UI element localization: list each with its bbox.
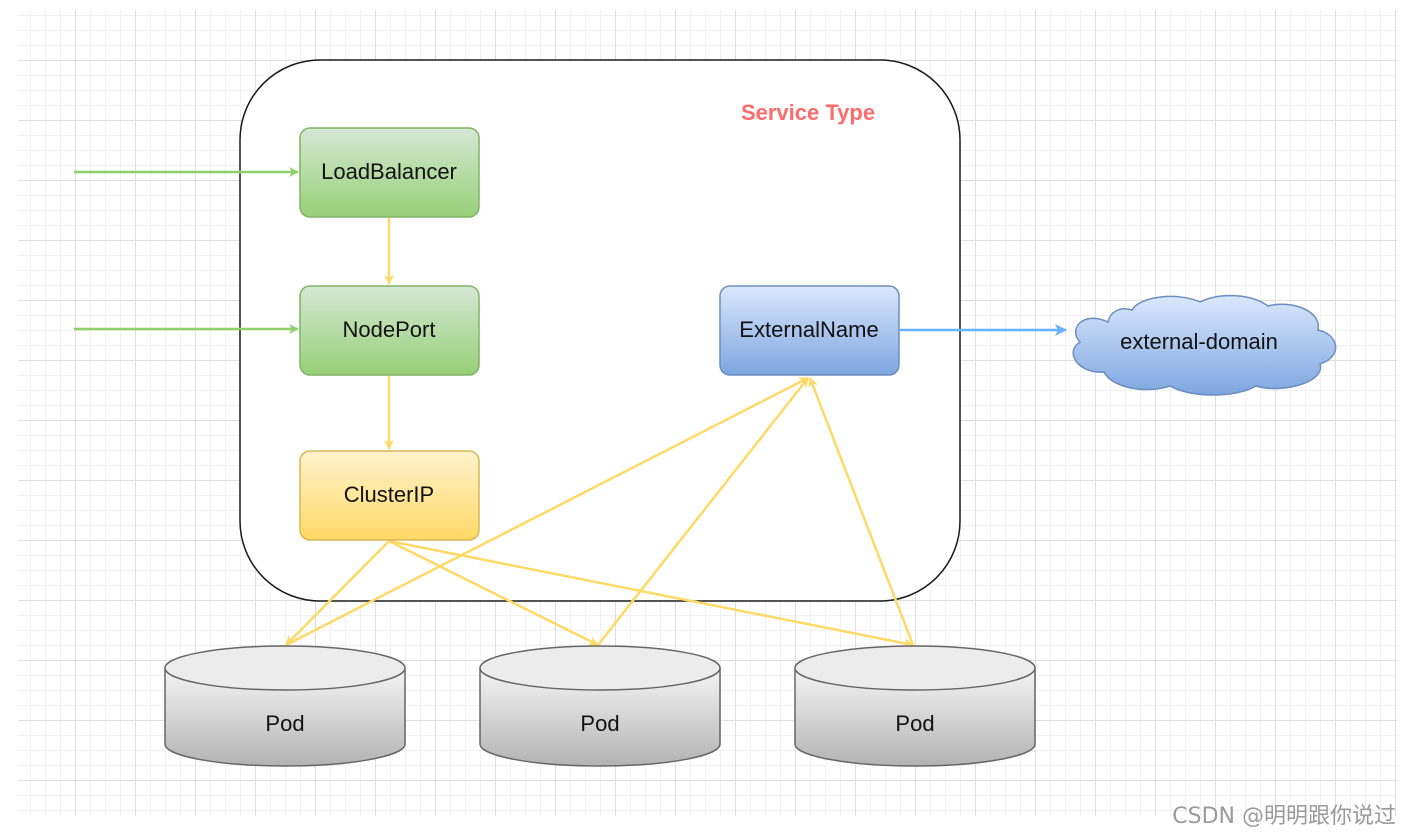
node-externalname[interactable]: ExternalName <box>719 285 900 376</box>
edge-clusterip-to-pod-1 <box>285 540 390 646</box>
node-external-domain-label: external-domain <box>1120 329 1278 354</box>
node-loadbalancer-label: LoadBalancer <box>321 159 457 184</box>
pod-2-body <box>479 668 721 767</box>
edge-clusterip-to-pod-3 <box>388 539 914 649</box>
service-type-title: Service Type <box>741 100 875 125</box>
node-clusterip-label: ClusterIP <box>344 482 434 507</box>
pod-3[interactable]: Pod <box>794 645 1036 767</box>
edge-pod-3-to-externalname <box>808 377 915 646</box>
pod-2-top <box>479 645 721 691</box>
edge-pod-2-to-externalname <box>597 377 809 646</box>
watermark-text: CSDN @明明跟你说过 <box>1172 804 1396 829</box>
edge-pod-1-to-externalname <box>285 376 809 647</box>
node-clusterip[interactable]: ClusterIP <box>299 450 480 541</box>
pod-2-label: Pod <box>580 711 619 736</box>
edge-clusterip-to-pod-2 <box>388 539 599 647</box>
node-loadbalancer[interactable]: LoadBalancer <box>299 127 480 218</box>
pod-1-label: Pod <box>265 711 304 736</box>
pod-2[interactable]: Pod <box>479 645 721 767</box>
pod-3-top <box>794 645 1036 691</box>
node-externalname-label: ExternalName <box>739 317 878 342</box>
pod-3-body <box>794 668 1036 767</box>
cloud-shape <box>1072 294 1337 396</box>
node-nodeport-label: NodePort <box>343 317 436 342</box>
pod-1[interactable]: Pod <box>164 645 406 767</box>
node-nodeport[interactable]: NodePort <box>299 285 480 376</box>
node-external-domain[interactable]: external-domain <box>1072 294 1337 396</box>
pod-1-top <box>164 645 406 691</box>
pod-3-label: Pod <box>895 711 934 736</box>
pod-1-body <box>164 668 406 767</box>
